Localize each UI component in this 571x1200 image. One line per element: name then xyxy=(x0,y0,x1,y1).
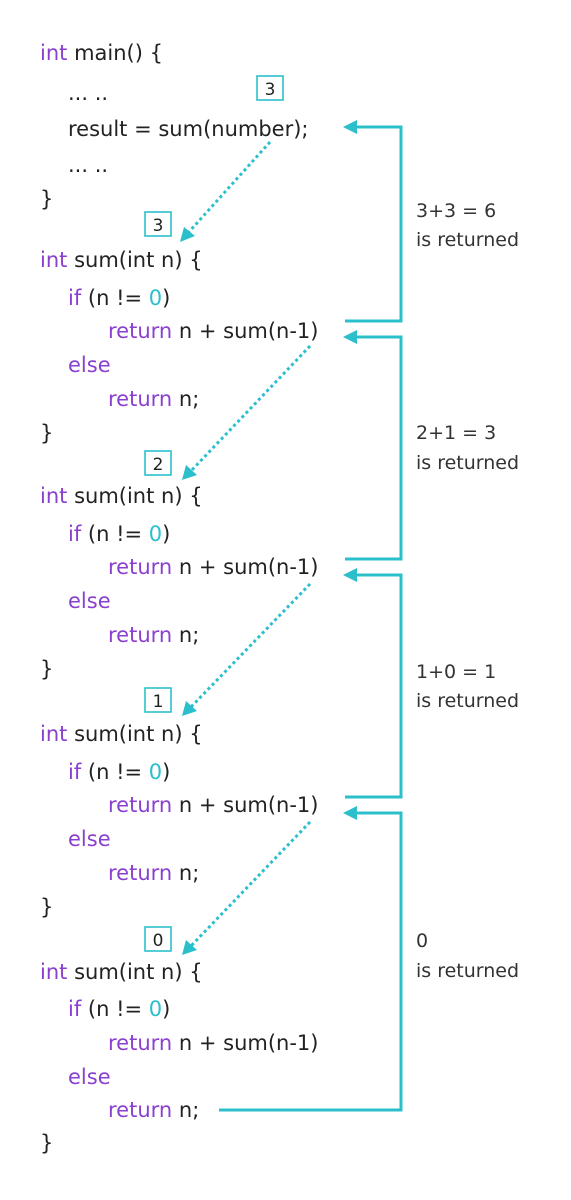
svg-text:2: 2 xyxy=(153,455,164,475)
sum-function-block-4: int sum(int n) { if (n != 0) return n + … xyxy=(40,960,319,1155)
else-keyword: else xyxy=(68,827,111,851)
value-box-call-4: 0 xyxy=(144,926,172,952)
return-arrow-2 xyxy=(343,330,403,561)
return-note-4: 0 is returned xyxy=(416,930,519,982)
main-function-block: int main() { ... .. result = sum(number)… xyxy=(40,41,309,211)
value-box-call-1: 3 xyxy=(144,211,172,237)
main-ellipsis-2: ... .. xyxy=(68,153,108,177)
sum-function-block-1: int sum(int n) { if (n != 0) return n + … xyxy=(40,248,319,445)
return-n-line: return n; xyxy=(108,861,199,885)
else-keyword: else xyxy=(68,1065,111,1089)
call-arrow-2 xyxy=(182,344,312,480)
sum-signature: int sum(int n) { xyxy=(40,960,203,984)
svg-text:3: 3 xyxy=(265,80,276,100)
call-arrow-1 xyxy=(180,140,272,242)
return-arrow-1 xyxy=(343,120,403,323)
value-box-main-arg: 3 xyxy=(256,75,284,101)
else-keyword: else xyxy=(68,353,111,377)
svg-text:0: 0 xyxy=(416,930,428,952)
return-note-2: 2+1 = 3 is returned xyxy=(416,422,519,474)
else-keyword: else xyxy=(68,589,111,613)
return-recursive-line: return n + sum(n-1) xyxy=(108,555,319,579)
svg-text:1: 1 xyxy=(153,692,164,712)
return-recursive-line: return n + sum(n-1) xyxy=(108,1031,319,1055)
if-condition: if (n != 0) xyxy=(68,522,170,546)
sum-signature: int sum(int n) { xyxy=(40,722,203,746)
svg-text:0: 0 xyxy=(153,931,164,951)
main-signature: int main() { xyxy=(40,41,163,65)
main-ellipsis-1: ... .. xyxy=(68,81,108,105)
sum-function-block-3: int sum(int n) { if (n != 0) return n + … xyxy=(40,722,319,919)
svg-text:is returned: is returned xyxy=(416,690,519,712)
sum-close-brace: } xyxy=(40,657,53,681)
sum-close-brace: } xyxy=(40,421,53,445)
if-condition: if (n != 0) xyxy=(68,286,170,310)
return-n-line: return n; xyxy=(108,1098,199,1122)
main-call-line: result = sum(number); xyxy=(68,117,309,141)
if-condition: if (n != 0) xyxy=(68,997,170,1021)
svg-text:3+3 = 6: 3+3 = 6 xyxy=(416,200,496,222)
sum-signature: int sum(int n) { xyxy=(40,248,203,272)
return-note-1: 3+3 = 6 is returned xyxy=(416,200,519,251)
return-arrow-3 xyxy=(343,568,403,799)
sum-close-brace: } xyxy=(40,895,53,919)
return-arrow-4 xyxy=(219,806,403,1112)
return-recursive-line: return n + sum(n-1) xyxy=(108,793,319,817)
sum-close-brace: } xyxy=(40,1131,53,1155)
sum-function-block-2: int sum(int n) { if (n != 0) return n + … xyxy=(40,484,319,681)
call-arrow-3 xyxy=(182,582,312,716)
svg-text:is returned: is returned xyxy=(416,452,519,474)
svg-text:2+1 = 3: 2+1 = 3 xyxy=(416,422,496,444)
if-condition: if (n != 0) xyxy=(68,760,170,784)
svg-text:1+0 = 1: 1+0 = 1 xyxy=(416,661,496,683)
value-box-call-2: 2 xyxy=(144,450,172,476)
return-recursive-line: return n + sum(n-1) xyxy=(108,319,319,343)
value-box-call-3: 1 xyxy=(144,687,172,713)
return-n-line: return n; xyxy=(108,387,199,411)
svg-text:3: 3 xyxy=(153,216,164,236)
svg-text:is returned: is returned xyxy=(416,229,519,251)
svg-text:is returned: is returned xyxy=(416,960,519,982)
return-note-3: 1+0 = 1 is returned xyxy=(416,661,519,712)
return-n-line: return n; xyxy=(108,623,199,647)
call-arrow-4 xyxy=(182,820,312,955)
main-close-brace: } xyxy=(40,187,53,211)
sum-signature: int sum(int n) { xyxy=(40,484,203,508)
